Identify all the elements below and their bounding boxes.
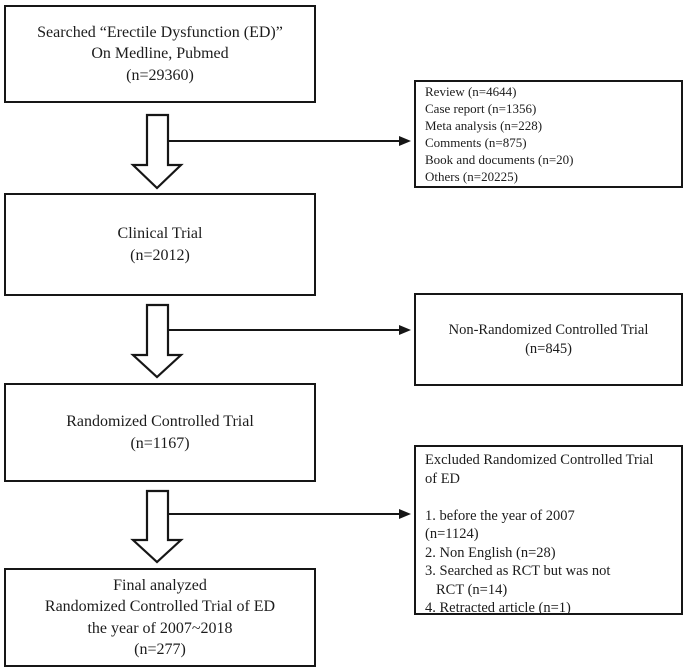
box-clinical-trial-line: Clinical Trial: [117, 225, 203, 242]
excluded-type-line: Comments (n=875): [425, 135, 527, 150]
excluded-rct-line: (n=1124): [425, 526, 479, 542]
excluded-rct-line: Excluded Randomized Controlled Trial: [425, 452, 654, 468]
down-block-arrow-1: [130, 113, 184, 190]
box-final-line: Final analyzed: [113, 576, 207, 594]
right-arrow-1: [169, 136, 411, 146]
non-rct-line: Non-Randomized Controlled Trial: [448, 322, 649, 338]
excluded-rct-line: of ED: [425, 470, 461, 487]
excluded-rct-line: 3. Searched as RCT but was not: [425, 563, 611, 579]
excluded-rct-line: [425, 488, 673, 507]
excluded-rct-line: RCT (n=14): [436, 581, 508, 598]
box-searched: Searched “Erectile Dysfunction (ED)” On …: [4, 5, 316, 103]
excluded-rct-line: 2. Non English (n=28): [425, 544, 556, 561]
box-rct-line: Randomized Controlled Trial: [66, 413, 254, 430]
excluded-type-line: Meta analysis (n=228): [425, 118, 543, 133]
box-final-line: (n=277): [134, 641, 186, 658]
box-excluded-publication-types: Review (n=4644) Case report (n=1356) Met…: [414, 80, 683, 188]
box-clinical-trial-line: (n=2012): [130, 246, 190, 264]
box-clinical-trial: Clinical Trial (n=2012): [4, 193, 316, 296]
excluded-rct-line: 4. Retracted article (n=1): [425, 600, 571, 616]
down-block-arrow-3: [130, 489, 184, 564]
box-searched-line: On Medline, Pubmed: [91, 45, 229, 63]
box-excluded-rct-of-ed: Excluded Randomized Controlled Trial of …: [414, 445, 683, 616]
excluded-type-line: Review (n=4644): [425, 84, 517, 99]
excluded-type-line: Case report (n=1356): [425, 101, 537, 116]
box-randomized-controlled-trial: Randomized Controlled Trial (n=1167): [4, 383, 316, 482]
excluded-type-line: Book and documents (n=20): [425, 152, 574, 167]
box-final-line: the year of 2007~2018: [87, 619, 233, 637]
non-rct-line: (n=845): [525, 340, 572, 357]
right-arrow-3: [169, 509, 411, 519]
box-final-line: Randomized Controlled Trial of ED: [44, 598, 276, 615]
excluded-type-line: Others (n=20225): [425, 169, 518, 184]
box-non-randomized-controlled-trial: Non-Randomized Controlled Trial (n=845): [414, 293, 683, 386]
right-arrow-2: [169, 325, 411, 335]
box-searched-line: (n=29360): [126, 66, 194, 84]
box-searched-line: Searched “Erectile Dysfunction (ED)”: [37, 23, 283, 41]
box-final-analyzed: Final analyzed Randomized Controlled Tri…: [4, 568, 316, 667]
box-rct-line: (n=1167): [130, 434, 190, 452]
excluded-rct-line: 1. before the year of 2007: [425, 507, 575, 524]
down-block-arrow-2: [130, 303, 184, 379]
